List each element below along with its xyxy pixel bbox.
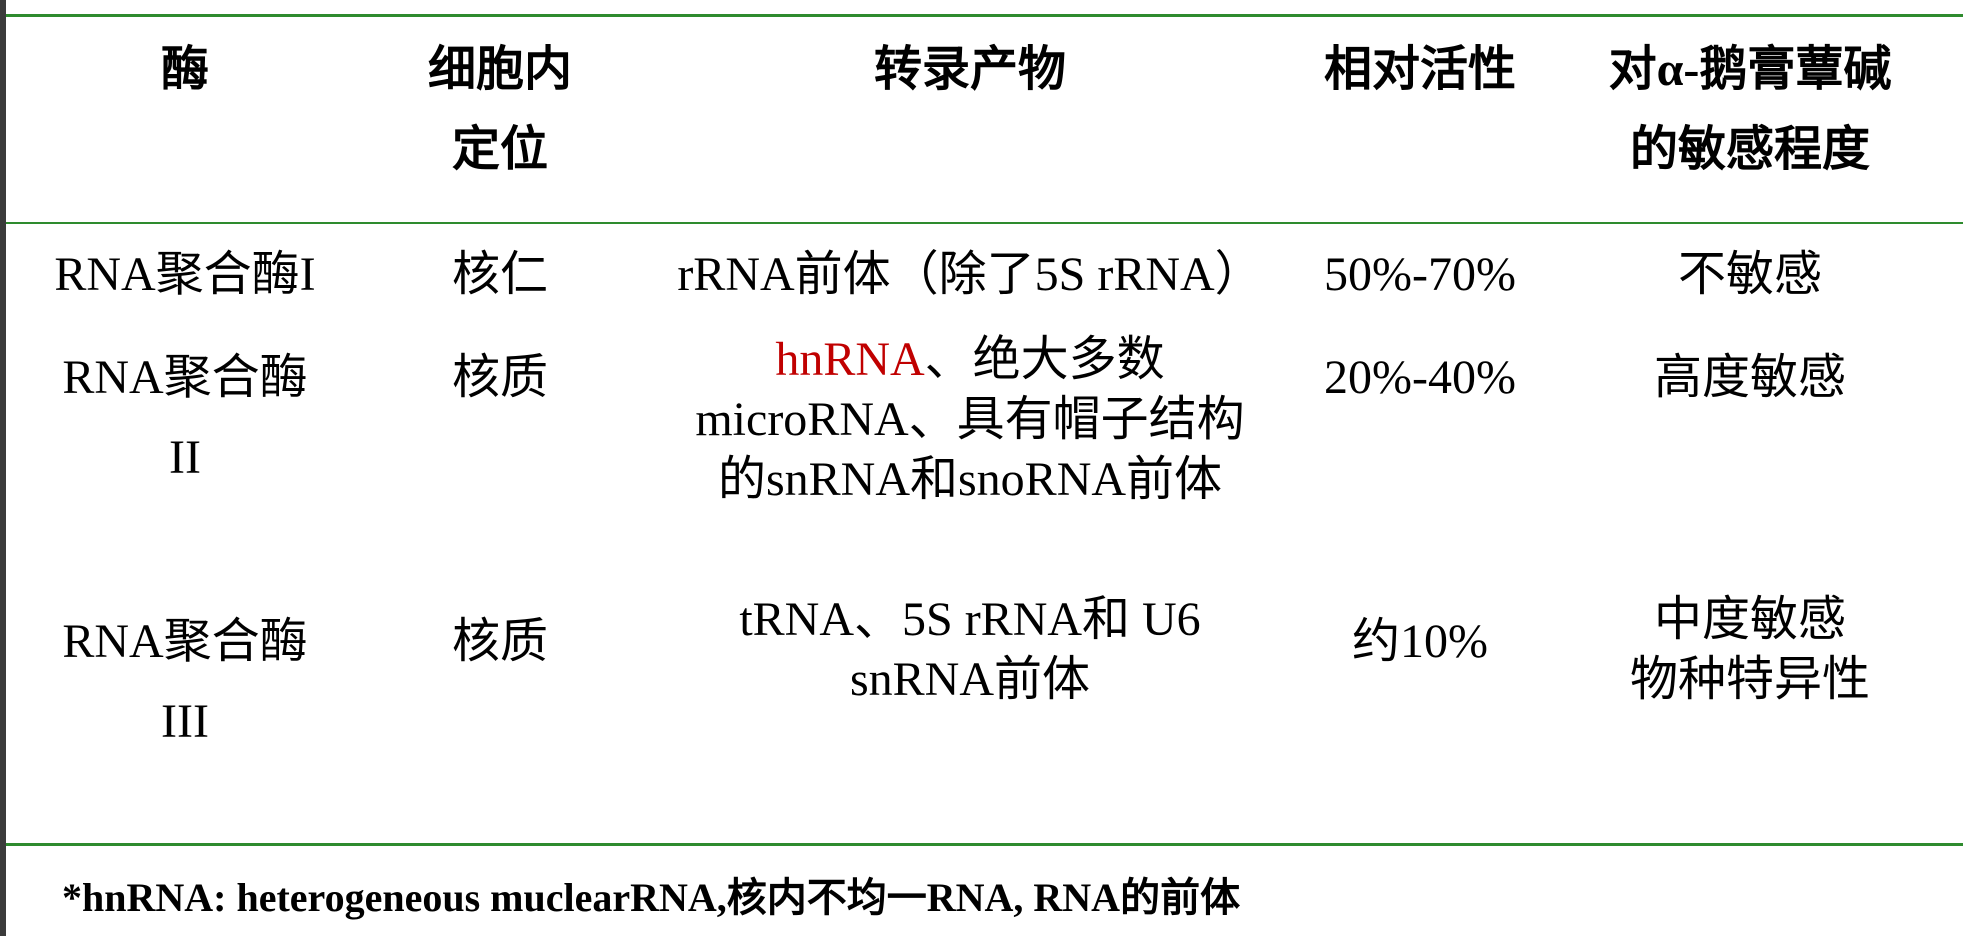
table-top-rule <box>6 14 1963 17</box>
row1-product: rRNA前体（除了5S rRNA） <box>677 248 1263 301</box>
row1-activity: 50%-70% <box>1324 248 1516 301</box>
row2-activity: 20%-40% <box>1324 351 1516 404</box>
row3-enzyme: RNA聚合酶 III <box>62 615 308 748</box>
header-location: 细胞内 定位 <box>427 43 572 176</box>
row2-sensitivity: 高度敏感 <box>1653 351 1846 404</box>
row2-location: 核质 <box>451 351 548 404</box>
header-enzyme: 酶 <box>160 43 209 96</box>
row2-enzyme: RNA聚合酶 II <box>62 351 308 484</box>
row3-product: tRNA、5S rRNA和 U6 snRNA前体 <box>739 593 1201 706</box>
row3-activity: 约10% <box>1352 615 1488 668</box>
header-bottom-rule <box>6 222 1963 224</box>
row1-sensitivity: 不敏感 <box>1677 248 1822 301</box>
left-border <box>0 0 6 936</box>
row3-location: 核质 <box>451 615 548 668</box>
row1-enzyme: RNA聚合酶I <box>54 248 316 301</box>
header-activity: 相对活性 <box>1323 43 1516 96</box>
row3-sensitivity: 中度敏感 物种特异性 <box>1629 593 1870 706</box>
hnrna-highlight: hnRNA <box>775 333 925 386</box>
header-sensitivity: 对α-鹅膏蕈碱 的敏感程度 <box>1608 43 1892 176</box>
row2-product: hnRNA、绝大多数 microRNA、具有帽子结构 的snRNA和snoRNA… <box>695 333 1245 506</box>
footnote: *hnRNA: heterogeneous muclearRNA,核内不均一RN… <box>62 875 1241 920</box>
header-product: 转录产物 <box>873 43 1066 96</box>
row1-location: 核仁 <box>451 248 548 301</box>
table-bottom-rule <box>6 843 1963 846</box>
